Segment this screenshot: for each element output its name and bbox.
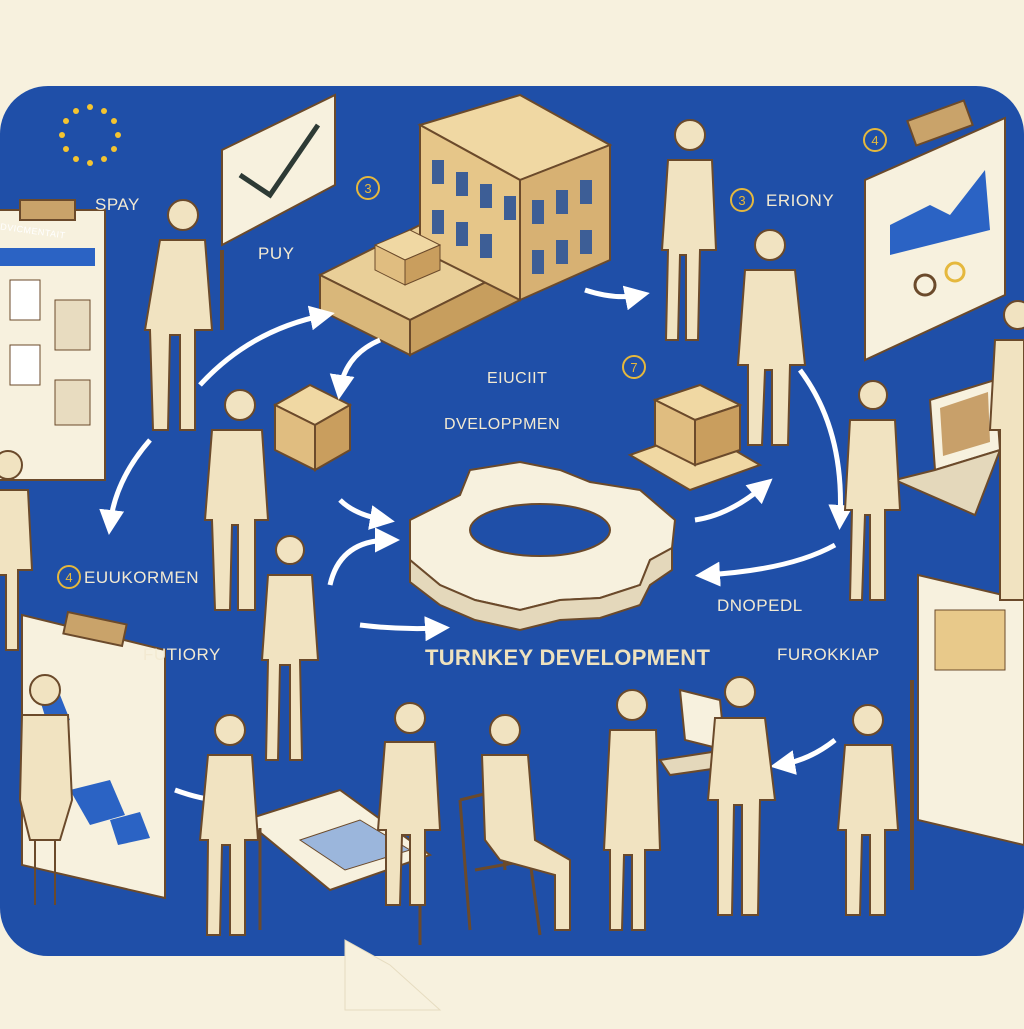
bottom-paper-tab xyxy=(344,939,442,1011)
label-dnopedl: DNOPEDL xyxy=(717,596,803,615)
person-8 xyxy=(0,450,34,651)
label-eriony: ERIONY xyxy=(766,191,835,210)
people-group xyxy=(0,119,1024,936)
step-badge-2: 3 xyxy=(730,188,754,212)
person-14 xyxy=(706,676,777,916)
chart-board-icon xyxy=(864,99,1006,362)
design-board-icon xyxy=(910,573,1024,890)
person-11 xyxy=(376,702,442,906)
label-puy: PUY xyxy=(258,244,295,263)
small-house-icon xyxy=(627,383,763,492)
label-euukormen: EUUKORMEN xyxy=(84,568,200,587)
label-eiucht: EIUCIIT xyxy=(487,370,548,387)
person-15 xyxy=(836,704,900,916)
person-13 xyxy=(602,689,662,931)
label-spay: SPAY xyxy=(95,195,140,214)
center-title: TURNKEY DEVELOPMENT xyxy=(425,645,711,670)
label-dveloppmen: DVELOPPMEN xyxy=(444,416,561,433)
person-6 xyxy=(843,380,902,601)
person-1 xyxy=(143,199,214,431)
step-badge-1: 3 xyxy=(356,176,380,200)
person-5 xyxy=(736,229,807,446)
planning-table-icon xyxy=(242,788,433,945)
step-badge-4: 7 xyxy=(622,355,646,379)
person-9 xyxy=(18,674,74,905)
step-badge-3: 4 xyxy=(863,128,887,152)
clipboard-icon xyxy=(0,199,106,481)
person-3 xyxy=(260,535,320,761)
person-2 xyxy=(203,389,270,611)
building-icon xyxy=(317,93,613,357)
label-furokkiap: FUROKKIAP xyxy=(777,645,880,664)
person-4 xyxy=(660,119,718,341)
label-futiory: FUTIORY xyxy=(143,645,221,664)
checkmark-sign-icon xyxy=(220,93,336,330)
eu-stars-icon xyxy=(59,104,121,166)
person-7 xyxy=(988,300,1024,601)
step-badge-5: 4 xyxy=(57,565,81,589)
person-12 xyxy=(480,714,571,931)
person-10 xyxy=(198,714,260,936)
module-cube-icon xyxy=(272,383,353,472)
gear-icon xyxy=(409,460,677,632)
laptop-icon xyxy=(658,378,1002,777)
